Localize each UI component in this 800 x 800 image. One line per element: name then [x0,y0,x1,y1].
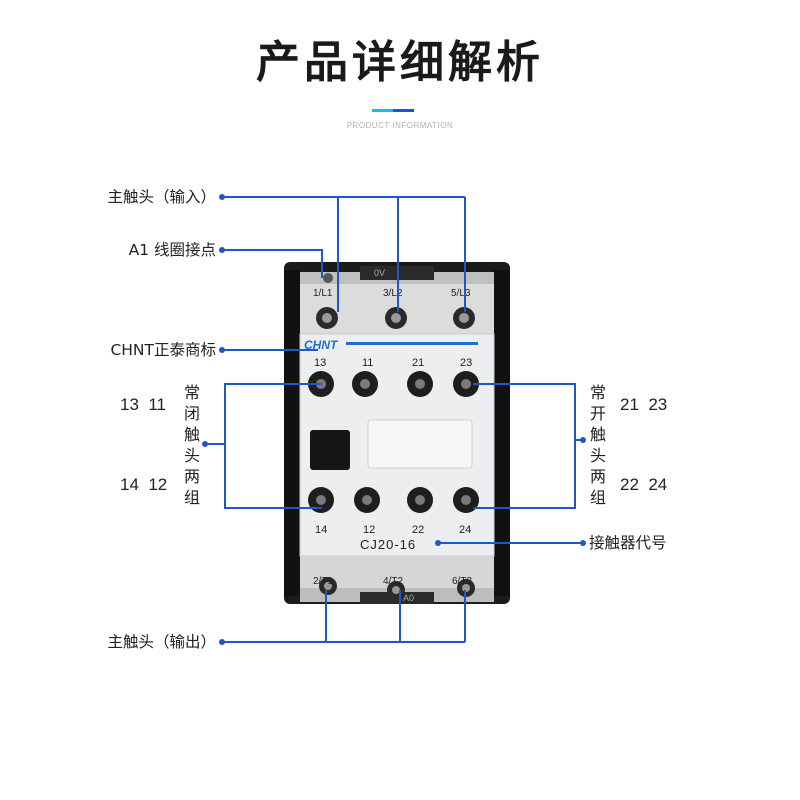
aux-top-label-13: 13 [314,357,326,369]
title-accent-bar-blue [393,109,414,112]
model-code: CJ20-16 [360,537,416,552]
leader-aux-left [224,383,322,509]
leader-a1 [222,249,323,278]
aux-right-top-numbers: 21 23 [620,395,668,414]
aux-left-label: 常 闭 触 头 两 组 [183,383,200,507]
aux-bottom-label-14: 14 [315,524,327,536]
title-accent-bar-cyan [372,109,393,112]
aux-right-label: 常 开 触 头 两 组 [589,383,606,507]
callout-contactor-code: 接触器代号 [589,534,667,552]
top-main-screws [316,307,475,329]
terminal-label-L2: 3/L2 [383,288,403,299]
screw-A1 [323,273,333,283]
brand-logo: CHNT [304,338,339,352]
leader-aux-right [473,383,576,509]
leader-dots [202,194,586,645]
aux-bottom-label-12: 12 [363,524,375,536]
aux-bottom-label-24: 24 [459,524,471,536]
terminal-label-T2: 4/T2 [383,576,403,587]
top-center-text: 0V [374,268,385,278]
aux-left-bottom-numbers: 14 12 [120,475,168,494]
aux-top-label-23: 23 [460,357,472,369]
leader-lines [205,196,583,643]
callout-main-output: 主触头（输出） [107,633,216,651]
terminal-label-L3: 5/L3 [451,288,471,299]
page-title: 产品详细解析 [256,37,544,88]
terminal-label-T3: 6/T3 [452,576,472,587]
terminal-label-L1: 1/L1 [313,288,333,299]
indicator-window [367,419,473,469]
aux-bottom-label-22: 22 [412,524,424,536]
aux-bottom-screws [308,487,479,513]
callout-brand-mark: CHNT正泰商标 [110,341,216,359]
page-subtitle: PRODUCT INFORMATION [346,121,454,130]
housing-side-left [284,270,300,596]
aux-left-top-numbers: 13 11 [120,395,167,414]
aux-right-bottom-numbers: 22 24 [620,475,668,494]
callout-a1-coil: A1 线圈接点 [128,241,216,259]
aux-top-label-21: 21 [412,357,424,369]
bottom-main-screws [319,577,475,599]
plunger [310,430,350,470]
terminal-label-T1: 2/T1 [313,576,333,587]
aux-top-label-11: 11 [362,357,373,369]
bottom-center-text: A0 [403,593,414,603]
housing-side-right [494,270,510,596]
callout-main-input: 主触头（输入） [107,188,216,206]
brand-stripe [346,342,478,345]
